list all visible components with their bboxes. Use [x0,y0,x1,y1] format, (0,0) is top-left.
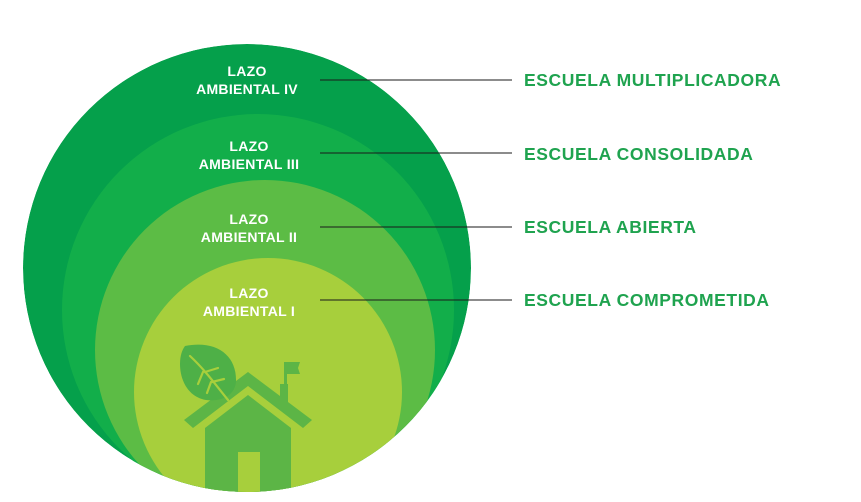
ring-label-i-line2: AMBIENTAL I [202,303,296,319]
stage-label-multiplicadora: ESCUELA MULTIPLICADORA [524,70,782,90]
leaf-icon [180,344,236,402]
ring-label-i-line1: LAZO [229,285,269,301]
ring-label-iv: LAZO AMBIENTAL IV [147,62,347,98]
flag-icon [284,362,300,386]
ring-label-iii-line2: AMBIENTAL III [198,156,300,172]
ring-label-iii-line1: LAZO [229,138,269,154]
ring-label-ii: LAZO AMBIENTAL II [149,210,349,246]
ring-label-iii: LAZO AMBIENTAL III [149,137,349,173]
leader-lines [320,79,512,301]
stage-label-consolidada: ESCUELA CONSOLIDADA [524,144,754,164]
ring-label-iv-line1: LAZO [227,63,267,79]
stage-label-abierta: ESCUELA ABIERTA [524,217,697,237]
ring-label-i: LAZO AMBIENTAL I [149,284,349,320]
ring-label-iv-line2: AMBIENTAL IV [196,81,298,97]
house-icon [184,372,312,492]
ring-label-ii-line1: LAZO [229,211,269,227]
ring-label-ii-line2: AMBIENTAL II [200,229,298,245]
stage-label-comprometida: ESCUELA COMPROMETIDA [524,290,770,310]
